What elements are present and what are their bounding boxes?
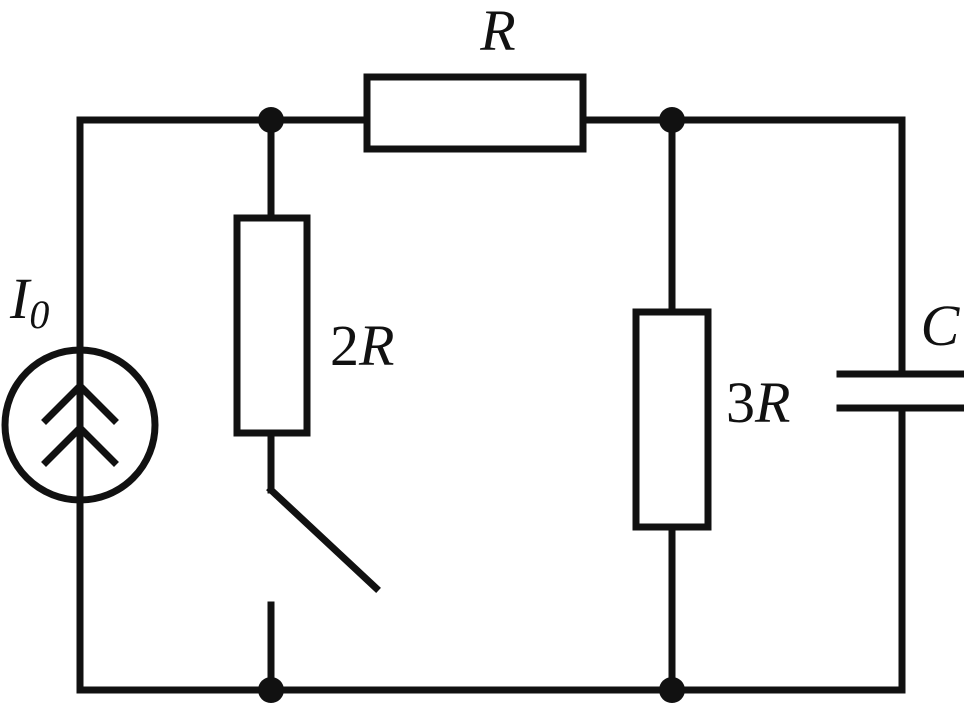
label-2r: 2R — [330, 313, 394, 378]
junction-bottom-left — [258, 677, 284, 703]
current-source-arrow-upper — [41, 381, 119, 425]
label-i0-main: I — [9, 266, 32, 331]
resistor-2r — [233, 214, 311, 437]
label-c: C — [921, 293, 961, 358]
label-2r-var: R — [358, 313, 394, 378]
switch-blade — [266, 485, 381, 593]
label-r: R — [479, 0, 515, 63]
resistor-r — [363, 73, 587, 153]
label-i0-subscript: 0 — [29, 292, 49, 337]
junction-top-left — [258, 107, 284, 133]
capacitor — [836, 370, 964, 412]
wires — [76, 116, 906, 694]
current-source-arrow-lower — [41, 423, 119, 467]
label-i0: I0 — [9, 266, 49, 337]
resistor-3r — [632, 308, 712, 531]
label-3r-var: R — [754, 370, 790, 435]
junction-bottom-right — [659, 677, 685, 703]
junction-top-right — [659, 107, 685, 133]
junctions — [258, 107, 685, 703]
label-3r-coef: 3 — [726, 370, 755, 435]
label-2r-coef: 2 — [330, 313, 359, 378]
current-source — [1, 346, 159, 504]
label-3r: 3R — [726, 370, 790, 435]
